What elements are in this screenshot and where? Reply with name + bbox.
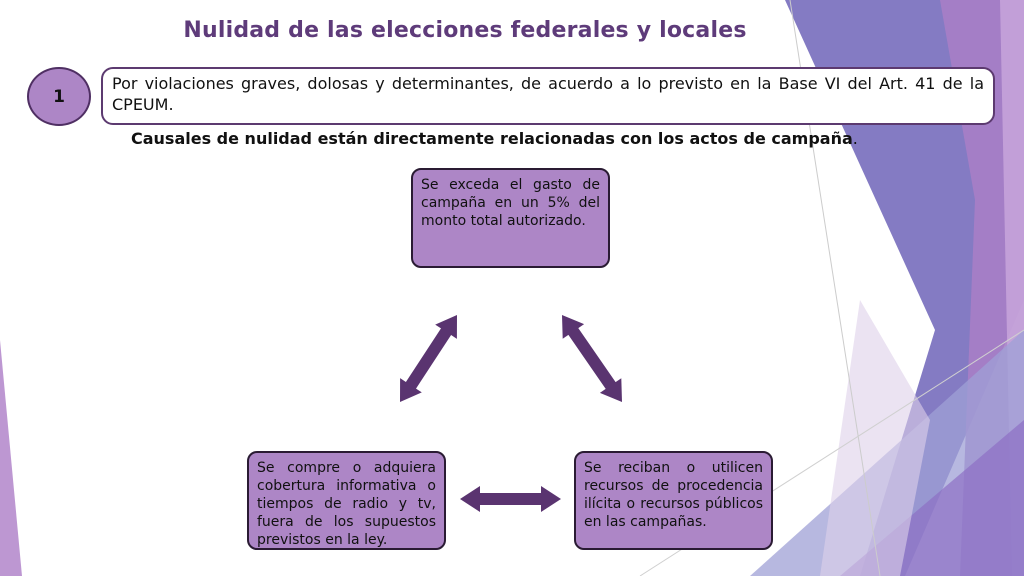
slide-title: Nulidad de las elecciones federales y lo… [183,18,747,43]
subtitle-text: Causales de nulidad están directamente r… [131,129,853,148]
node-left-media-coverage: Se compre o adquiera cobertura informati… [247,451,446,550]
node-top-expense: Se exceda el gasto de campaña en un 5% d… [411,168,610,268]
node-right-illicit-resources: Se reciban o utilicen recursos de proced… [574,451,773,550]
statement-box: Por violaciones graves, dolosas y determ… [101,67,995,125]
step-number-badge: 1 [27,67,91,126]
arrow-bottom [460,486,561,512]
subtitle-period: . [852,129,858,148]
arrow-top-right [562,315,622,402]
arrow-top-left [400,315,457,402]
diagram-subtitle: Causales de nulidad están directamente r… [131,129,858,148]
